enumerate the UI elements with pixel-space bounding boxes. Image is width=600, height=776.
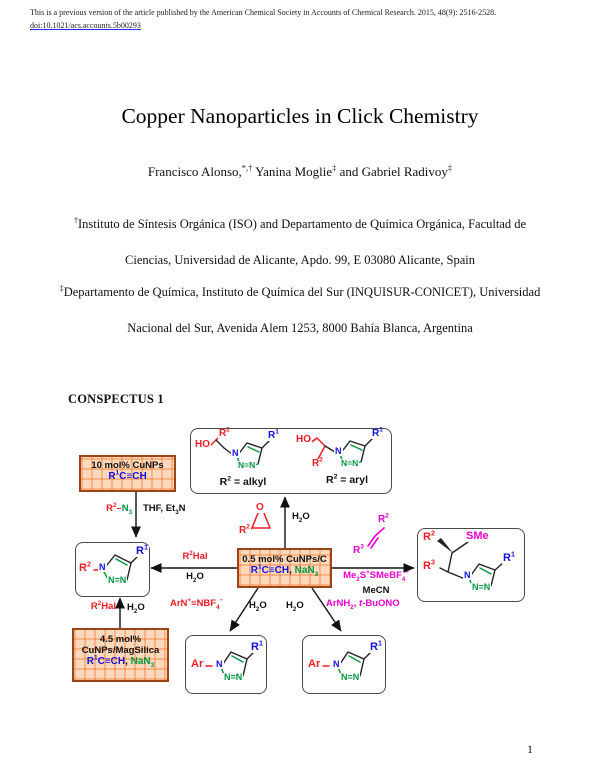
separator: , xyxy=(289,565,295,576)
section-heading: CONSPECTUS 1 xyxy=(68,392,164,406)
r2-label: R2 xyxy=(218,426,231,439)
catalyst-name: CuNPs/MagSilica xyxy=(81,645,160,656)
doi-link[interactable]: doi:10.1021/acs.accounts.5b00293 xyxy=(30,21,141,30)
ring-n-label: N xyxy=(215,659,224,669)
r2-label: R2 xyxy=(238,523,251,536)
r2-label: R2 xyxy=(422,529,436,543)
affiliation-1: †Instituto de Síntesis Orgánica (ISO) an… xyxy=(73,215,527,267)
ring-nn-label: N=N xyxy=(223,672,244,682)
sodium-azide: NaN3 xyxy=(130,656,155,669)
r2hal-label: R2Hal xyxy=(182,549,208,562)
catalyst-loading: 10 mol% CuNPs xyxy=(91,460,164,471)
sulfonium-label: Me2S+SMeBF4− xyxy=(343,568,409,583)
separator: , xyxy=(125,656,131,667)
diazonium-label: ArN+≡NBF4− xyxy=(170,596,224,611)
product-box-ar-triazole-2: Ar N N=N R1 xyxy=(302,635,386,694)
ring-nn-label: N=N xyxy=(107,575,128,585)
ring-n-label: N xyxy=(334,446,343,456)
product-box-ar-triazole-1: Ar N N=N R1 xyxy=(185,635,267,694)
water-label: H2O xyxy=(127,602,145,615)
ring-n-label: N xyxy=(231,448,240,458)
alkene-bonds xyxy=(367,527,385,549)
r1-label: R1 xyxy=(267,428,280,441)
affiliation-2: ‡Departamento de Química, Instituto de Q… xyxy=(59,283,541,335)
mecn-label: MeCN xyxy=(362,585,390,596)
r1-label: R1 xyxy=(250,639,264,653)
sme-label: SMe xyxy=(465,530,490,542)
ring-n-label: N xyxy=(98,562,107,572)
sodium-azide: NaN3 xyxy=(294,565,319,578)
thf-et3n-label: THF, Et3N xyxy=(143,503,186,516)
azide-n3: N3 xyxy=(121,503,132,516)
r2-label: R2 xyxy=(311,456,324,469)
catalyst-box-cunps-c: 0.5 mol% CuNPs/C R1C≡CH, NaN3 xyxy=(237,548,332,588)
r1-label: R1 xyxy=(502,550,516,564)
r1-label: R1 xyxy=(135,543,149,557)
preprint-notice: This is a previous version of the articl… xyxy=(30,6,578,32)
alkyne-formula: R1C≡CH xyxy=(250,563,290,576)
water-label: H2O xyxy=(186,571,204,584)
r2-label: R2 xyxy=(377,512,390,525)
catalyst-box-magsilica: 4.5 mol% CuNPs/MagSilica R1C≡CH, NaN3 xyxy=(72,628,169,682)
azide-r2: R2– xyxy=(106,501,122,514)
alkene-structure: R2 R3 xyxy=(350,512,394,559)
r1-label: R1 xyxy=(369,639,383,653)
ring-nn-label: N=N xyxy=(237,460,257,470)
ring-n-label: N xyxy=(332,659,341,669)
ho-label: HO xyxy=(295,434,312,445)
catalyst-loading: 4.5 mol% xyxy=(99,634,142,645)
r3-label: R3 xyxy=(352,543,365,556)
alkyne-formula: R1C≡CH xyxy=(108,469,147,482)
water-label: H2O xyxy=(286,600,304,613)
r3-label: R3 xyxy=(422,558,436,572)
authors-line: Francisco Alonso,*,† Yanina Moglie‡ and … xyxy=(147,162,453,179)
page-title: Copper Nanoparticles in Click Chemistry xyxy=(121,104,479,128)
ar-label: Ar xyxy=(307,658,322,670)
product-box-thioether-triazole: R2 SMe R3 N N=N R1 xyxy=(417,528,525,602)
catalyst-loading: 0.5 mol% CuNPs/C xyxy=(242,554,327,565)
r2-label: R2 xyxy=(78,560,92,574)
page-number: 1 xyxy=(527,742,533,756)
ring-nn-label: N=N xyxy=(340,458,360,468)
product-box-triazolyl-alcohols: R2 HO N N=N R1 R2 = alkyl HO R2 N N=N R1… xyxy=(190,426,392,494)
caption-aryl: R2 = aryl xyxy=(325,473,369,486)
alkyne-formula: R1C≡CH xyxy=(86,654,126,667)
reagents-line: R1C≡CH, NaN3 xyxy=(74,654,167,669)
reagents-line: R1C≡CH, NaN3 xyxy=(239,563,330,578)
o-label: O xyxy=(255,502,265,513)
ring-nn-label: N=N xyxy=(471,582,492,592)
ring-n-label: N xyxy=(463,570,472,580)
product-box-r2-triazole: R2 N N=N R1 xyxy=(75,542,150,597)
ring-nn-label: N=N xyxy=(340,672,361,682)
ho-label: HO xyxy=(194,439,211,450)
water-label: H2O xyxy=(249,600,267,613)
organic-azide-label: R2–N3 xyxy=(78,501,132,516)
preprint-notice-text: This is a previous version of the articl… xyxy=(30,8,497,17)
caption-alkyl: R2 = alkyl xyxy=(219,475,267,488)
epoxide-structure: O R2 xyxy=(238,502,282,536)
epoxide-bonds xyxy=(245,512,271,533)
r1-label: R1 xyxy=(371,426,384,439)
ar-label: Ar xyxy=(190,658,205,670)
catalyst-box-cunps: 10 mol% CuNPs R1C≡CH xyxy=(79,455,176,492)
aniline-tbuono-label: ArNH2, t-BuONO xyxy=(326,598,400,611)
water-label: H2O xyxy=(292,511,310,524)
r2hal-label: R2Hal xyxy=(90,599,116,612)
